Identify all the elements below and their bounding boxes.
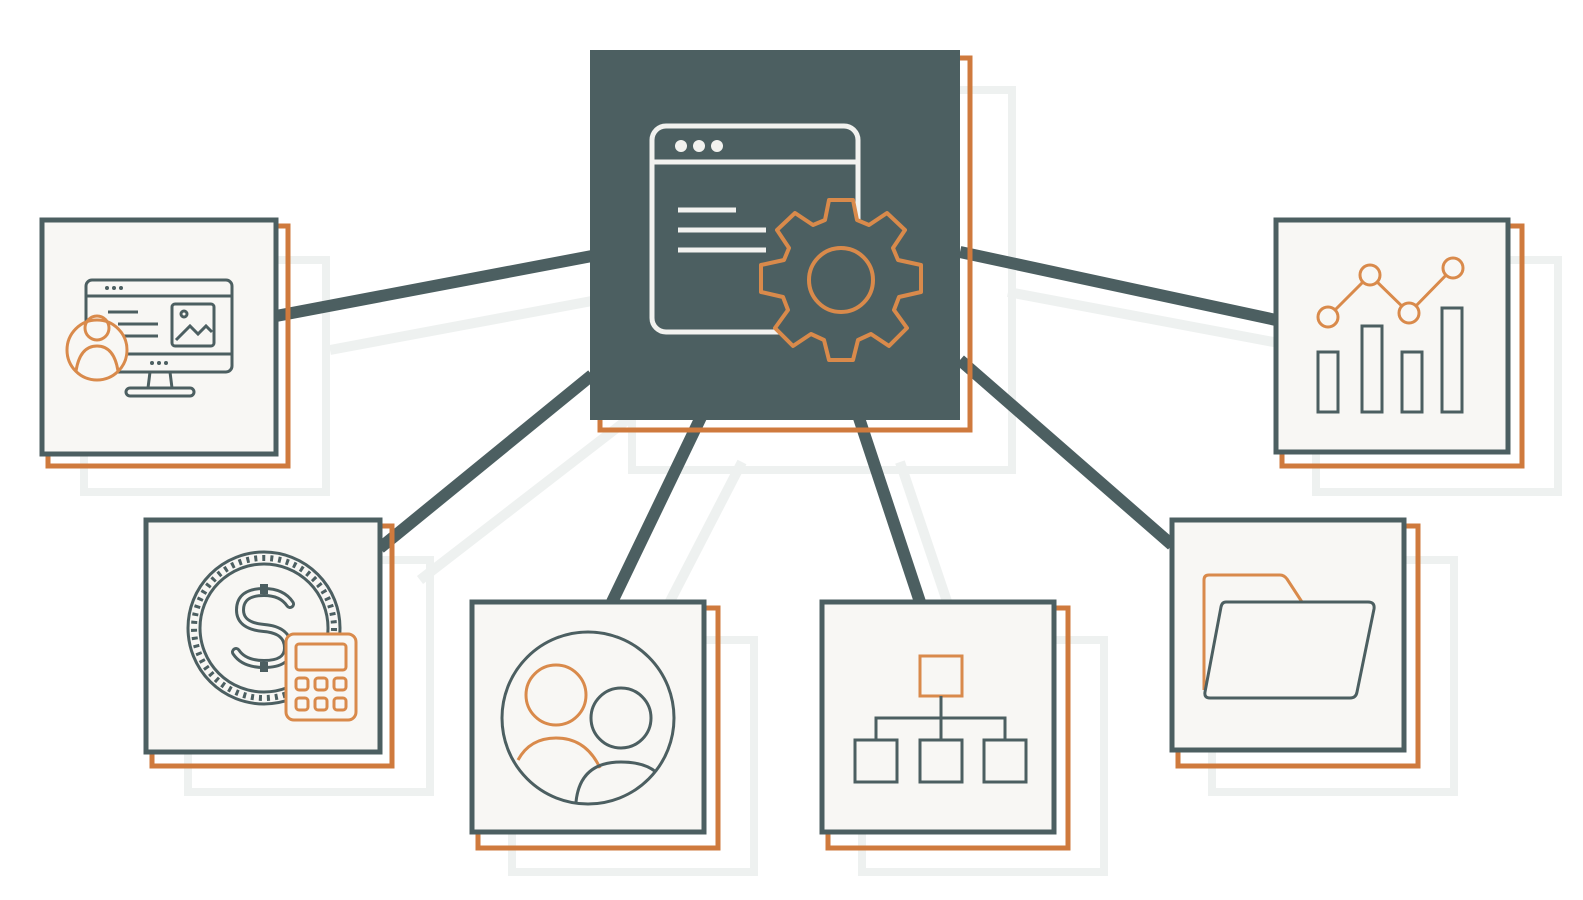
node-analytics[interactable] (1273, 217, 1525, 469)
dollar-coin-calculator-icon (186, 550, 358, 722)
connector-analytics (958, 246, 1278, 326)
node-hierarchy[interactable] (819, 599, 1071, 851)
browser-settings-gear-icon (649, 123, 923, 362)
node-user-dashboard[interactable] (39, 217, 291, 469)
connector-team (606, 412, 708, 605)
connector-user-dashboard (274, 250, 594, 322)
org-chart-icon (853, 654, 1028, 784)
hub-node[interactable] (590, 50, 973, 433)
users-group-icon (500, 630, 676, 806)
node-files[interactable] (1169, 517, 1421, 769)
open-folder-icon (1202, 573, 1376, 700)
connector-lines (274, 246, 1278, 605)
bar-line-chart-icon (1316, 256, 1465, 414)
connector-hierarchy (852, 413, 926, 604)
monitor-user-profile-icon (65, 278, 234, 398)
node-finance[interactable] (143, 517, 395, 769)
connector-files (956, 355, 1176, 550)
connector-finance (376, 370, 596, 553)
node-team[interactable] (469, 599, 721, 851)
